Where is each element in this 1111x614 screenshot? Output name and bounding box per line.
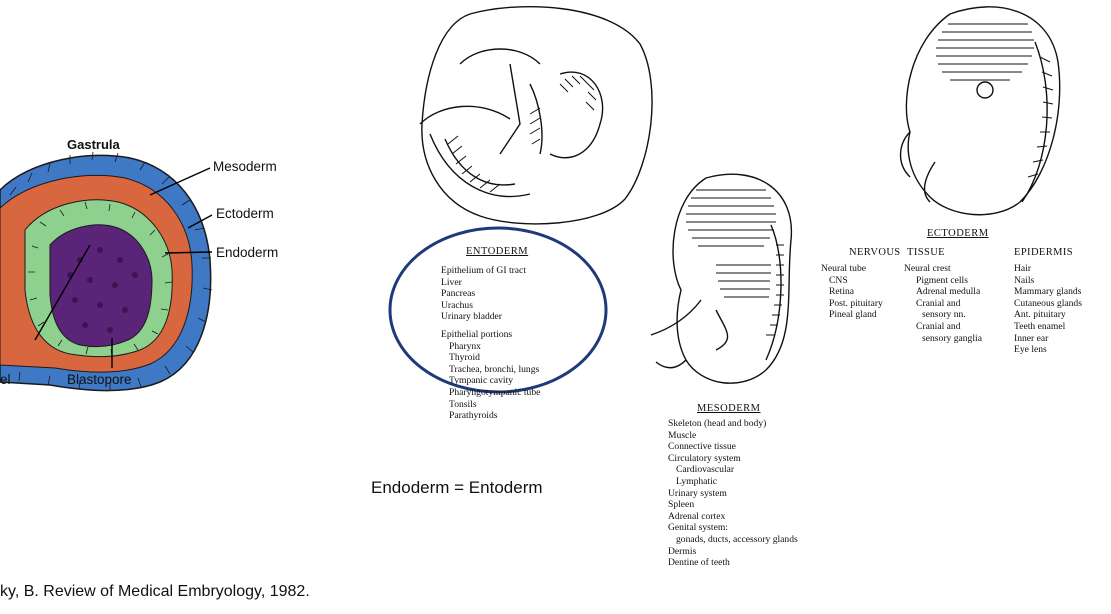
list-item: Epithelial portions bbox=[441, 329, 540, 341]
ectoderm-label: Ectoderm bbox=[216, 206, 274, 221]
list-item: Neural crest bbox=[904, 263, 982, 275]
list-item: Post. pituitary bbox=[821, 298, 883, 310]
list-item: Nails bbox=[1014, 275, 1082, 287]
list-item: Urinary bladder bbox=[441, 311, 540, 323]
mesoderm-label: Mesoderm bbox=[213, 159, 277, 174]
list-item: Dentine of teeth bbox=[668, 557, 798, 569]
archenteron-label-partial: el bbox=[0, 372, 11, 387]
ectoderm-tissue-list: Neural crest Pigment cells Adrenal medul… bbox=[904, 263, 982, 344]
list-item: Cardiovascular bbox=[668, 464, 798, 476]
endoderm-caption: Endoderm = Entoderm bbox=[371, 478, 543, 498]
list-item: sensory ganglia bbox=[904, 333, 982, 345]
ectoderm-col-head-nervous: NERVOUS bbox=[849, 247, 901, 258]
list-item: Tonsils bbox=[441, 399, 540, 411]
list-item: Connective tissue bbox=[668, 441, 798, 453]
ectoderm-col-head-tissue: TISSUE bbox=[907, 247, 945, 258]
list-item: Ant. pituitary bbox=[1014, 309, 1082, 321]
entoderm-embryo-drawing bbox=[400, 4, 670, 229]
ectoderm-heading: ECTODERM bbox=[927, 228, 989, 239]
entoderm-heading: ENTODERM bbox=[466, 246, 528, 257]
list-item: Liver bbox=[441, 277, 540, 289]
list-item: Adrenal cortex bbox=[668, 511, 798, 523]
list-item: Hair bbox=[1014, 263, 1082, 275]
entoderm-list: Epithelium of GI tract Liver Pancreas Ur… bbox=[441, 265, 540, 422]
list-item: Urinary system bbox=[668, 488, 798, 500]
list-item: Adrenal medulla bbox=[904, 286, 982, 298]
list-item: Pancreas bbox=[441, 288, 540, 300]
list-item: gonads, ducts, accessory glands bbox=[668, 534, 798, 546]
list-item: Pigment cells bbox=[904, 275, 982, 287]
mesoderm-embryo-drawing bbox=[646, 170, 826, 395]
ectoderm-embryo-drawing bbox=[890, 2, 1070, 220]
list-item: Skeleton (head and body) bbox=[668, 418, 798, 430]
list-item: Mammary glands bbox=[1014, 286, 1082, 298]
list-item: Epithelium of GI tract bbox=[441, 265, 540, 277]
mesoderm-list: Skeleton (head and body) Muscle Connecti… bbox=[668, 418, 798, 569]
citation-text: ky, B. Review of Medical Embryology, 198… bbox=[0, 583, 310, 601]
list-item: Dermis bbox=[668, 546, 798, 558]
list-item: Lymphatic bbox=[668, 476, 798, 488]
list-item: CNS bbox=[821, 275, 883, 287]
blastopore-label: Blastopore bbox=[67, 372, 132, 387]
archenteron-core bbox=[50, 225, 152, 347]
endoderm-label: Endoderm bbox=[216, 245, 278, 260]
list-item: Eye lens bbox=[1014, 344, 1082, 356]
list-item: Urachus bbox=[441, 300, 540, 312]
list-item: Teeth enamel bbox=[1014, 321, 1082, 333]
list-item: Pharyngotympanic tube bbox=[441, 387, 540, 399]
gastrula-illustration bbox=[0, 150, 230, 400]
mesoderm-heading: MESODERM bbox=[697, 403, 761, 414]
list-item: Muscle bbox=[668, 430, 798, 442]
list-item: Trachea, bronchi, lungs bbox=[441, 364, 540, 376]
list-item: Thyroid bbox=[441, 352, 540, 364]
list-item: Genital system: bbox=[668, 522, 798, 534]
ectoderm-epidermis-list: Hair Nails Mammary glands Cutaneous glan… bbox=[1014, 263, 1082, 356]
list-item: Inner ear bbox=[1014, 333, 1082, 345]
list-item: Spleen bbox=[668, 499, 798, 511]
list-item: Pharynx bbox=[441, 341, 540, 353]
ectoderm-col-head-epidermis: EPIDERMIS bbox=[1014, 247, 1073, 258]
list-item: Retina bbox=[821, 286, 883, 298]
list-item: Cranial and bbox=[904, 298, 982, 310]
list-item: Tympanic cavity bbox=[441, 375, 540, 387]
list-item: Neural tube bbox=[821, 263, 883, 275]
list-item: Pineal gland bbox=[821, 309, 883, 321]
list-item: Cutaneous glands bbox=[1014, 298, 1082, 310]
list-item: Cranial and bbox=[904, 321, 982, 333]
ectoderm-nervous-list: Neural tube CNS Retina Post. pituitary P… bbox=[821, 263, 883, 321]
list-item: Parathyroids bbox=[441, 410, 540, 422]
list-item: sensory nn. bbox=[904, 309, 982, 321]
list-item: Circulatory system bbox=[668, 453, 798, 465]
